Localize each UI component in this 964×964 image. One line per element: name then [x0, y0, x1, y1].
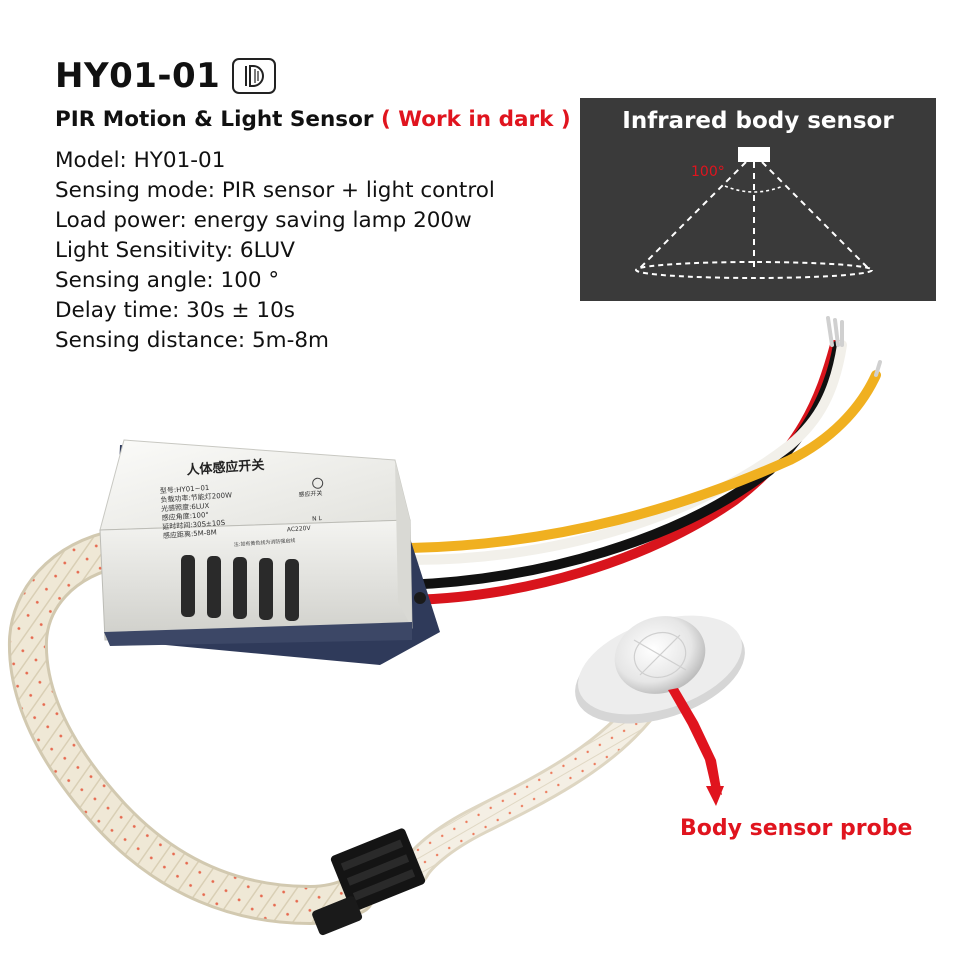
detection-area-ellipse [635, 261, 873, 279]
braided-cable [7, 528, 375, 926]
spec-sensing-angle: Sensing angle: 100 ° [55, 268, 280, 293]
spec-sensing-mode: Sensing mode: PIR sensor + light control [55, 178, 495, 203]
subtitle-note: ( Work in dark ) [380, 107, 571, 132]
spec-sensing-distance: Sensing distance: 5m-8m [55, 328, 329, 353]
title-row: HY01-01 [55, 56, 277, 96]
cone-edge-right [761, 161, 871, 271]
wire-connector [312, 828, 426, 936]
cone-edge-left [637, 161, 747, 271]
module-line-5: 延时时间:30S±10S [162, 518, 226, 531]
switch-module: 人体感应开关 型号:HY01~01 负载功率:节能灯200W 光感照度:6LUX… [99, 439, 440, 665]
spec-light-sensitivity: Light Sensitivity: 6LUV [55, 238, 295, 263]
detection-cone-diagram: 100° [635, 147, 873, 279]
sensor-head [738, 147, 770, 162]
infrared-sensor-diagram: 100° Infrared body sensor [580, 98, 936, 301]
module-line-1: 型号:HY01~01 [160, 483, 210, 495]
module-terminal: N L [312, 515, 323, 523]
vent-slots [181, 555, 299, 621]
module-title: 人体感应开关 [186, 457, 265, 478]
inset-title: Infrared body sensor [622, 108, 894, 134]
angle-label: 100° [691, 164, 725, 180]
model-title: HY01-01 [55, 56, 221, 96]
module-line-4: 感应角度:100° [161, 510, 209, 522]
probe-label: Body sensor probe [680, 816, 913, 841]
output-wires [395, 316, 882, 605]
spec-delay-time: Delay time: 30s ± 10s [55, 298, 295, 323]
light-sensor-icon [312, 477, 324, 489]
pir-probe [575, 615, 745, 806]
module-line-6: 感应距离:5M-8M [163, 527, 217, 540]
module-side-label: 感应开关 [298, 489, 323, 499]
lamp-d-icon [232, 58, 277, 94]
subtitle: PIR Motion & Light Sensor ( Work in dark… [55, 107, 571, 132]
spec-list: Model: HY01-01 Sensing mode: PIR sensor … [55, 146, 495, 356]
spec-load-power: Load power: energy saving lamp 200w [55, 208, 472, 233]
module-line-3: 光感照度:6LUX [161, 501, 210, 513]
module-voltage: AC220V [287, 525, 312, 534]
angle-arc [724, 185, 784, 193]
subtitle-text: PIR Motion & Light Sensor [55, 107, 374, 132]
spec-model: Model: HY01-01 [55, 148, 226, 173]
probe-arrow [668, 688, 722, 795]
probe-cable [400, 697, 655, 885]
module-note: 注:如有黄色线为消防强启线 [234, 537, 296, 548]
